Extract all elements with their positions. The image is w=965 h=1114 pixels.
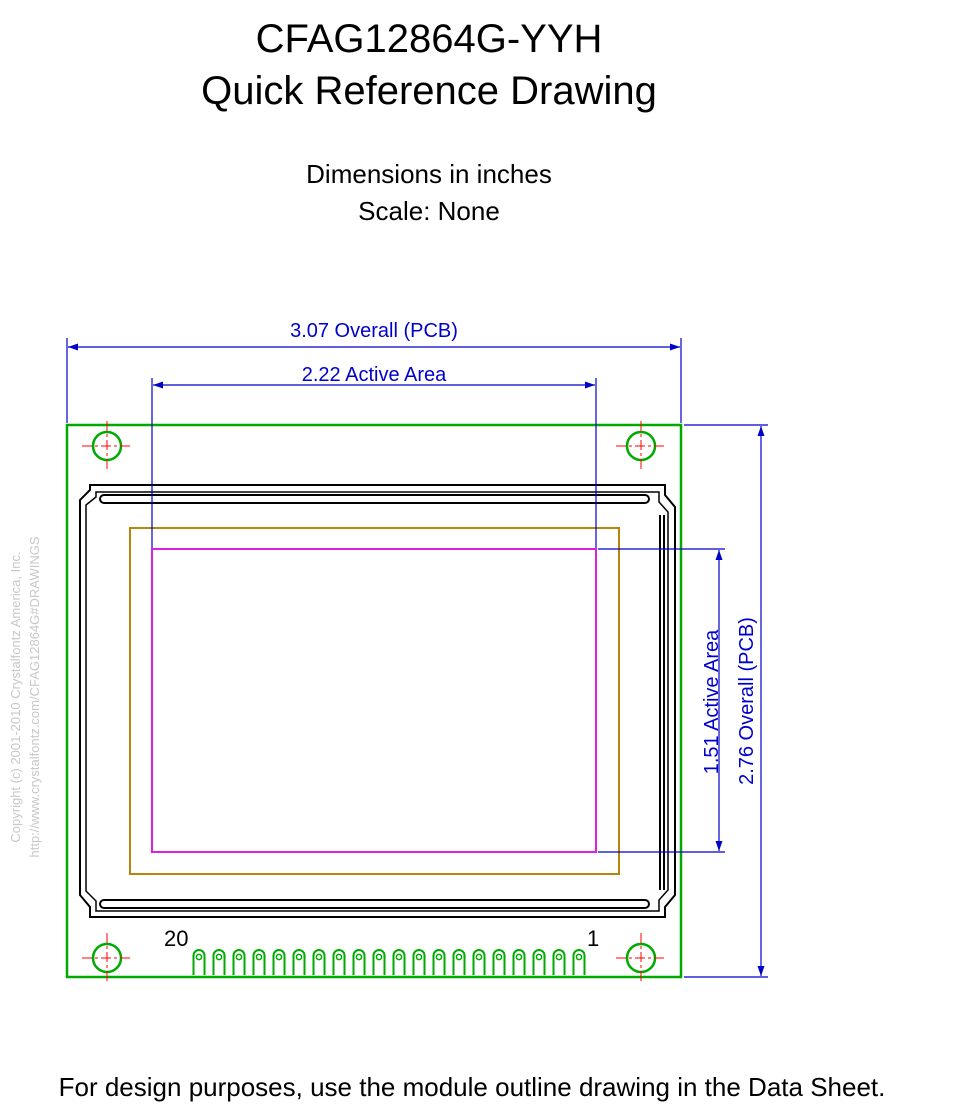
connector-pin-hole [495, 953, 503, 961]
pin-label-20: 20 [164, 926, 188, 951]
lcd-bezel [79, 484, 676, 918]
connector-pin-hole [235, 953, 243, 961]
connector-pin [272, 949, 286, 975]
connector-pin [392, 949, 406, 975]
units-note: Dimensions in inches [306, 159, 552, 189]
connector-pin [532, 949, 546, 975]
pin-label-1: 1 [587, 926, 599, 951]
drawing-url-watermark: http://www.crystalfontz.com/CFAG12864G#D… [27, 536, 42, 857]
connector-pin [232, 949, 246, 975]
dimension-active-width [151, 378, 597, 548]
connector-pin-hole [315, 953, 323, 961]
mount-hole-top-right [616, 421, 666, 471]
connector-pin [492, 949, 506, 975]
dimension-overall-width [66, 338, 682, 423]
connector-pin-hole [215, 953, 223, 961]
connector-pin [352, 949, 366, 975]
connector-pin [312, 949, 326, 975]
viewing-area-outline [129, 527, 620, 875]
pcb-outline [65, 423, 683, 979]
connector-pin-hole [395, 953, 403, 961]
connector-pin-hole [455, 953, 463, 961]
connector-pin [332, 949, 346, 975]
dimension-active-height-label: 1.51 Active Area [701, 629, 723, 774]
connector-pins [192, 949, 586, 975]
active-area-outline [151, 548, 597, 853]
dimension-active-height [598, 548, 725, 853]
connector-pin-hole [575, 953, 583, 961]
mount-hole-bottom-left [82, 933, 132, 983]
copyright-watermark: Copyright (c) 2001-2010 Crystalfontz Ame… [8, 551, 23, 842]
connector-pin-hole [475, 953, 483, 961]
connector-pin-hole [295, 953, 303, 961]
dimension-overall-width-label: 3.07 Overall (PCB) [290, 320, 458, 342]
mount-hole-top-left [82, 421, 132, 471]
connector-pin [372, 949, 386, 975]
connector-pin [472, 949, 486, 975]
dimension-overall-height-label: 2.76 Overall (PCB) [736, 617, 758, 785]
connector-pin [512, 949, 526, 975]
connector-pin [432, 949, 446, 975]
module-drawing: 20 1 3.07 Overall (PCB) 2.22 Active Area… [8, 320, 768, 983]
connector-pin-hole [515, 953, 523, 961]
connector-pin [212, 949, 226, 975]
title-part-number: CFAG12864G-YYH [255, 17, 603, 61]
connector-pin-hole [275, 953, 283, 961]
connector-pin [412, 949, 426, 975]
connector-pin [192, 949, 206, 975]
connector-pin-hole [535, 953, 543, 961]
connector-pin-hole [335, 953, 343, 961]
scale-note: Scale: None [358, 196, 500, 226]
mount-hole-bottom-right [616, 933, 666, 983]
dimension-overall-height [684, 424, 768, 978]
connector-pin-hole [195, 953, 203, 961]
connector-pin-hole [355, 953, 363, 961]
title-drawing-name: Quick Reference Drawing [201, 69, 657, 113]
connector-pin-hole [435, 953, 443, 961]
connector-pin-hole [555, 953, 563, 961]
connector-pin-hole [255, 953, 263, 961]
connector-pin-hole [415, 953, 423, 961]
connector-pin [552, 949, 566, 975]
design-note: For design purposes, use the module outl… [58, 1072, 886, 1102]
connector-pin [452, 949, 466, 975]
connector-pin [572, 949, 586, 975]
connector-pin [292, 949, 306, 975]
dimension-active-width-label: 2.22 Active Area [302, 364, 447, 386]
connector-pin [252, 949, 266, 975]
connector-pin-hole [375, 953, 383, 961]
